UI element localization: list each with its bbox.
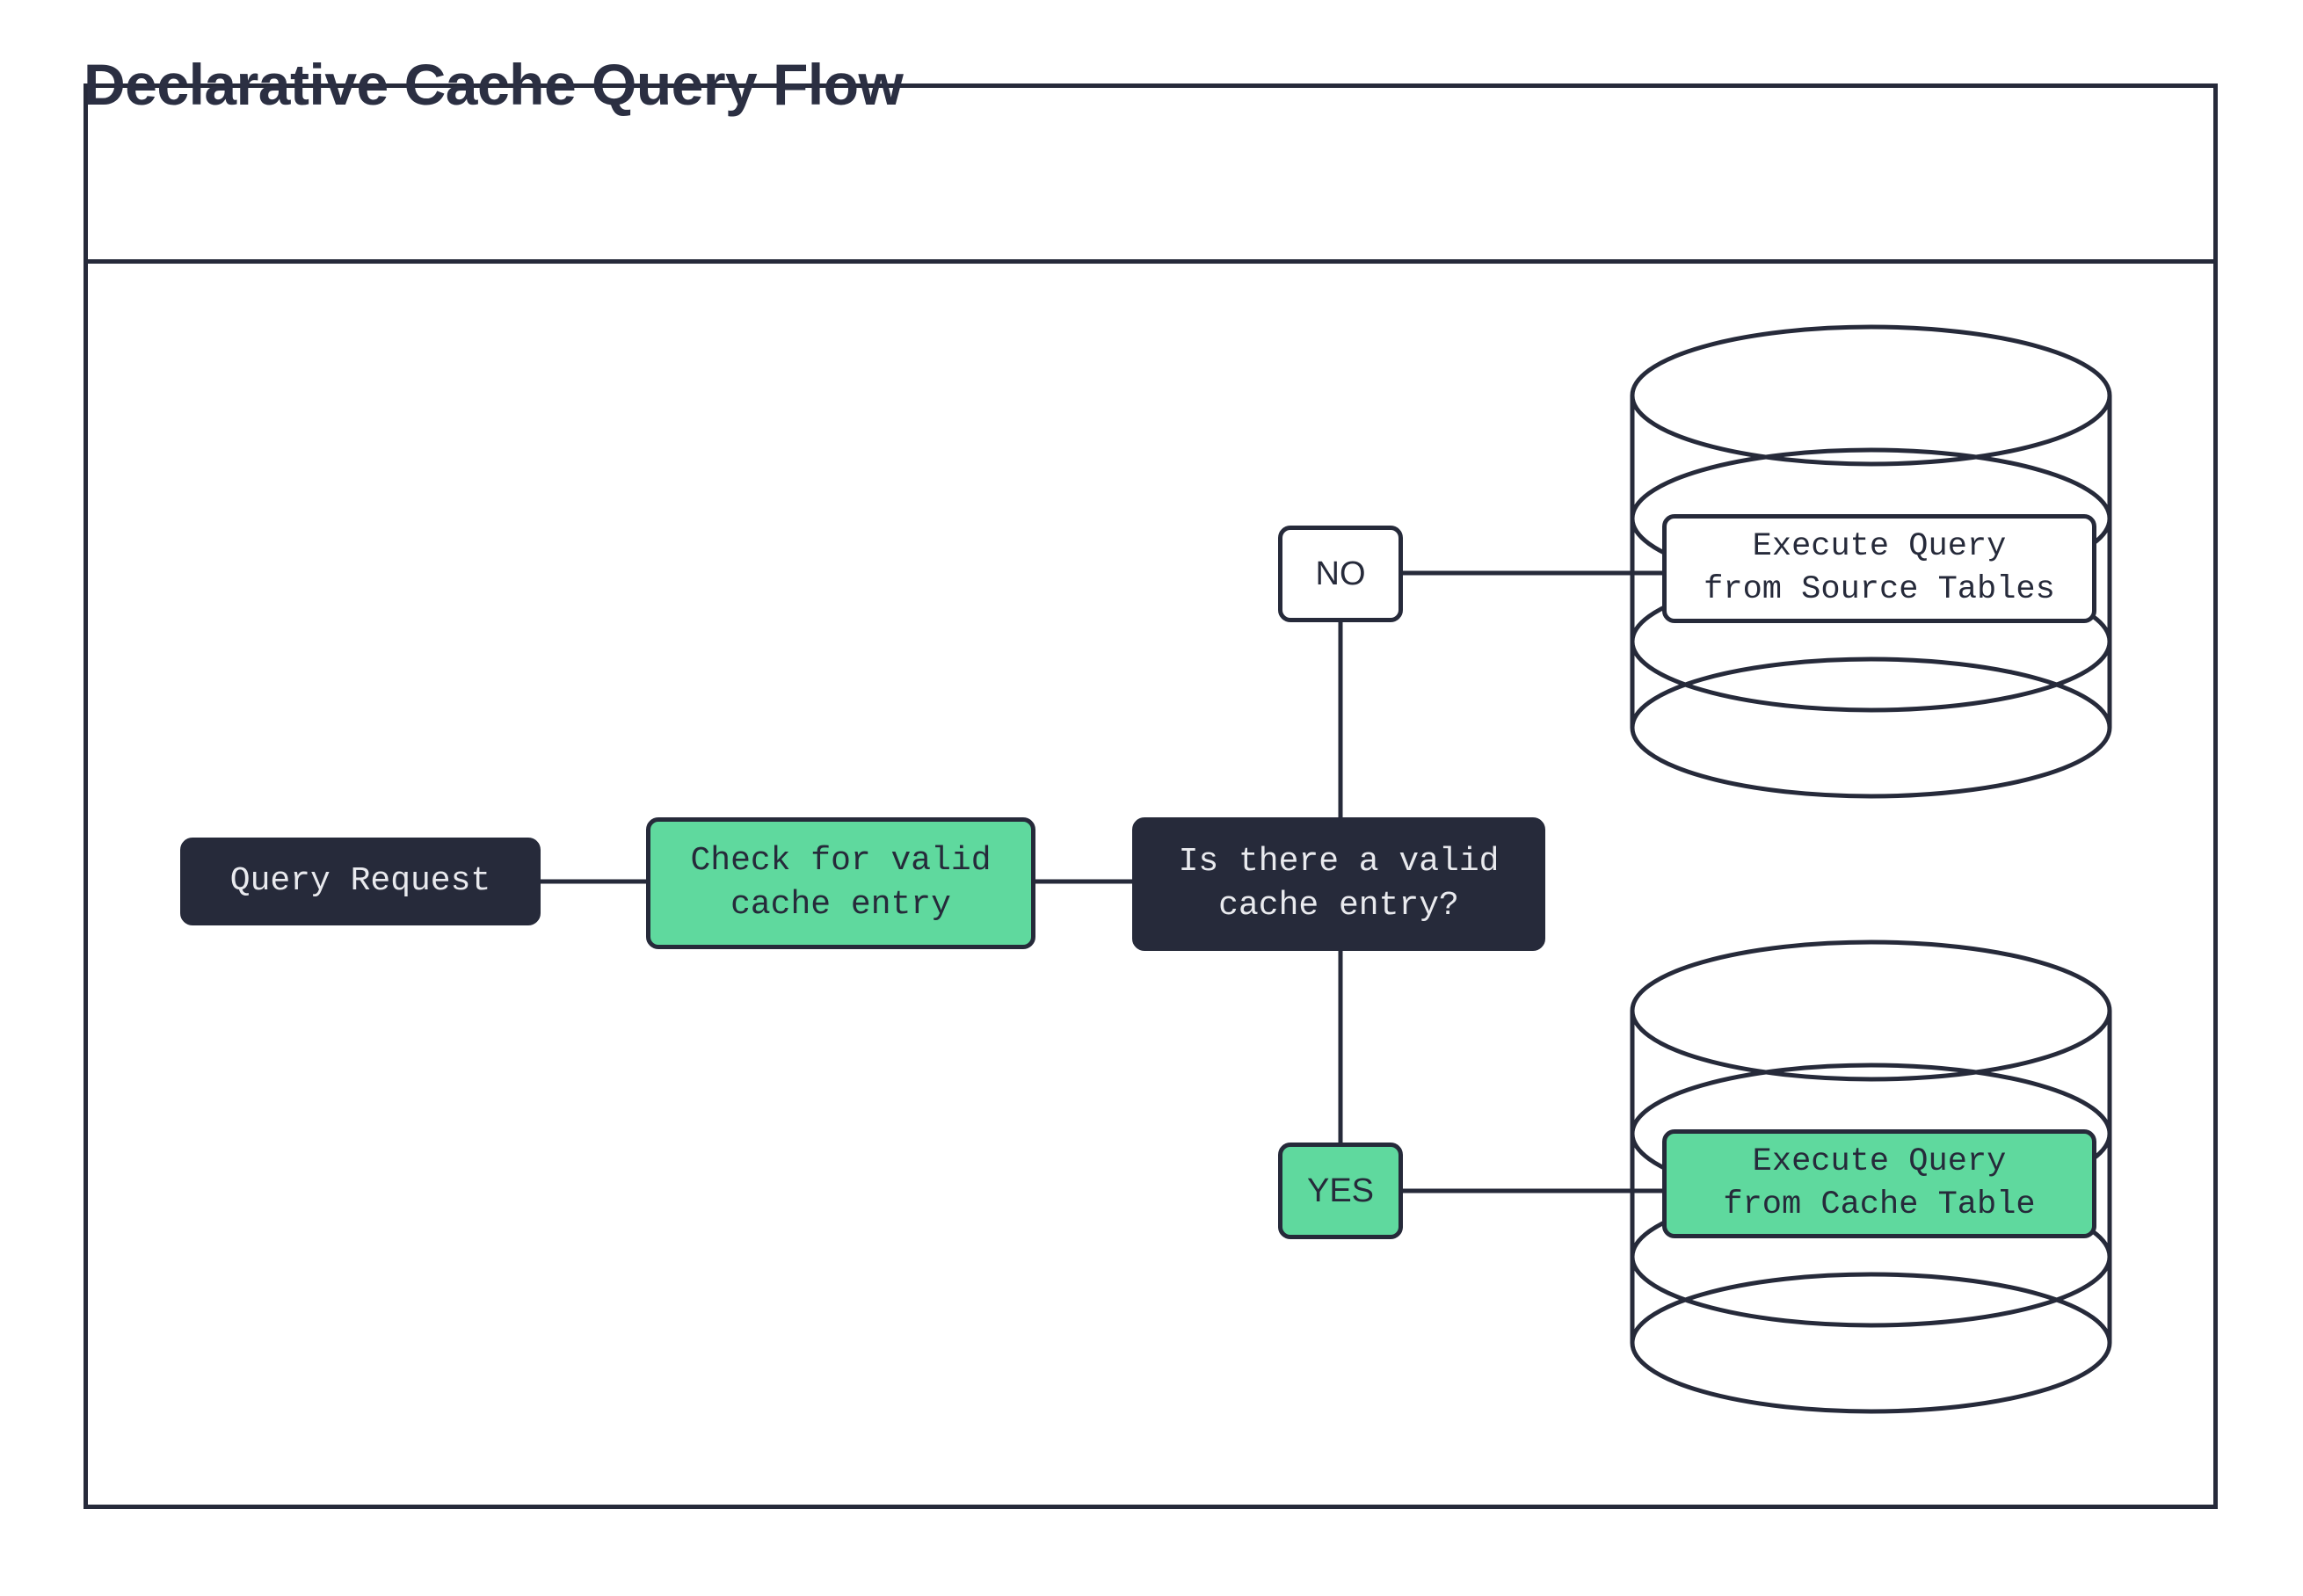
diagram-frame [84,83,2218,1509]
node-check-for-valid-cache-entry[interactable]: Check for valid cache entry [646,817,1035,949]
node-query-request[interactable]: Query Request [180,838,541,925]
page-title: Declarative Cache Query Flow [84,52,904,117]
node-decision-valid-cache-entry[interactable]: Is there a valid cache entry? [1132,817,1545,951]
diagram-header [88,88,2213,264]
node-execute-query-from-source-tables[interactable]: Execute Query from Source Tables [1662,514,2096,623]
edge-label-yes[interactable]: YES [1278,1143,1403,1239]
edge-label-no[interactable]: NO [1278,526,1403,622]
node-execute-query-from-cache-table[interactable]: Execute Query from Cache Table [1662,1129,2096,1238]
